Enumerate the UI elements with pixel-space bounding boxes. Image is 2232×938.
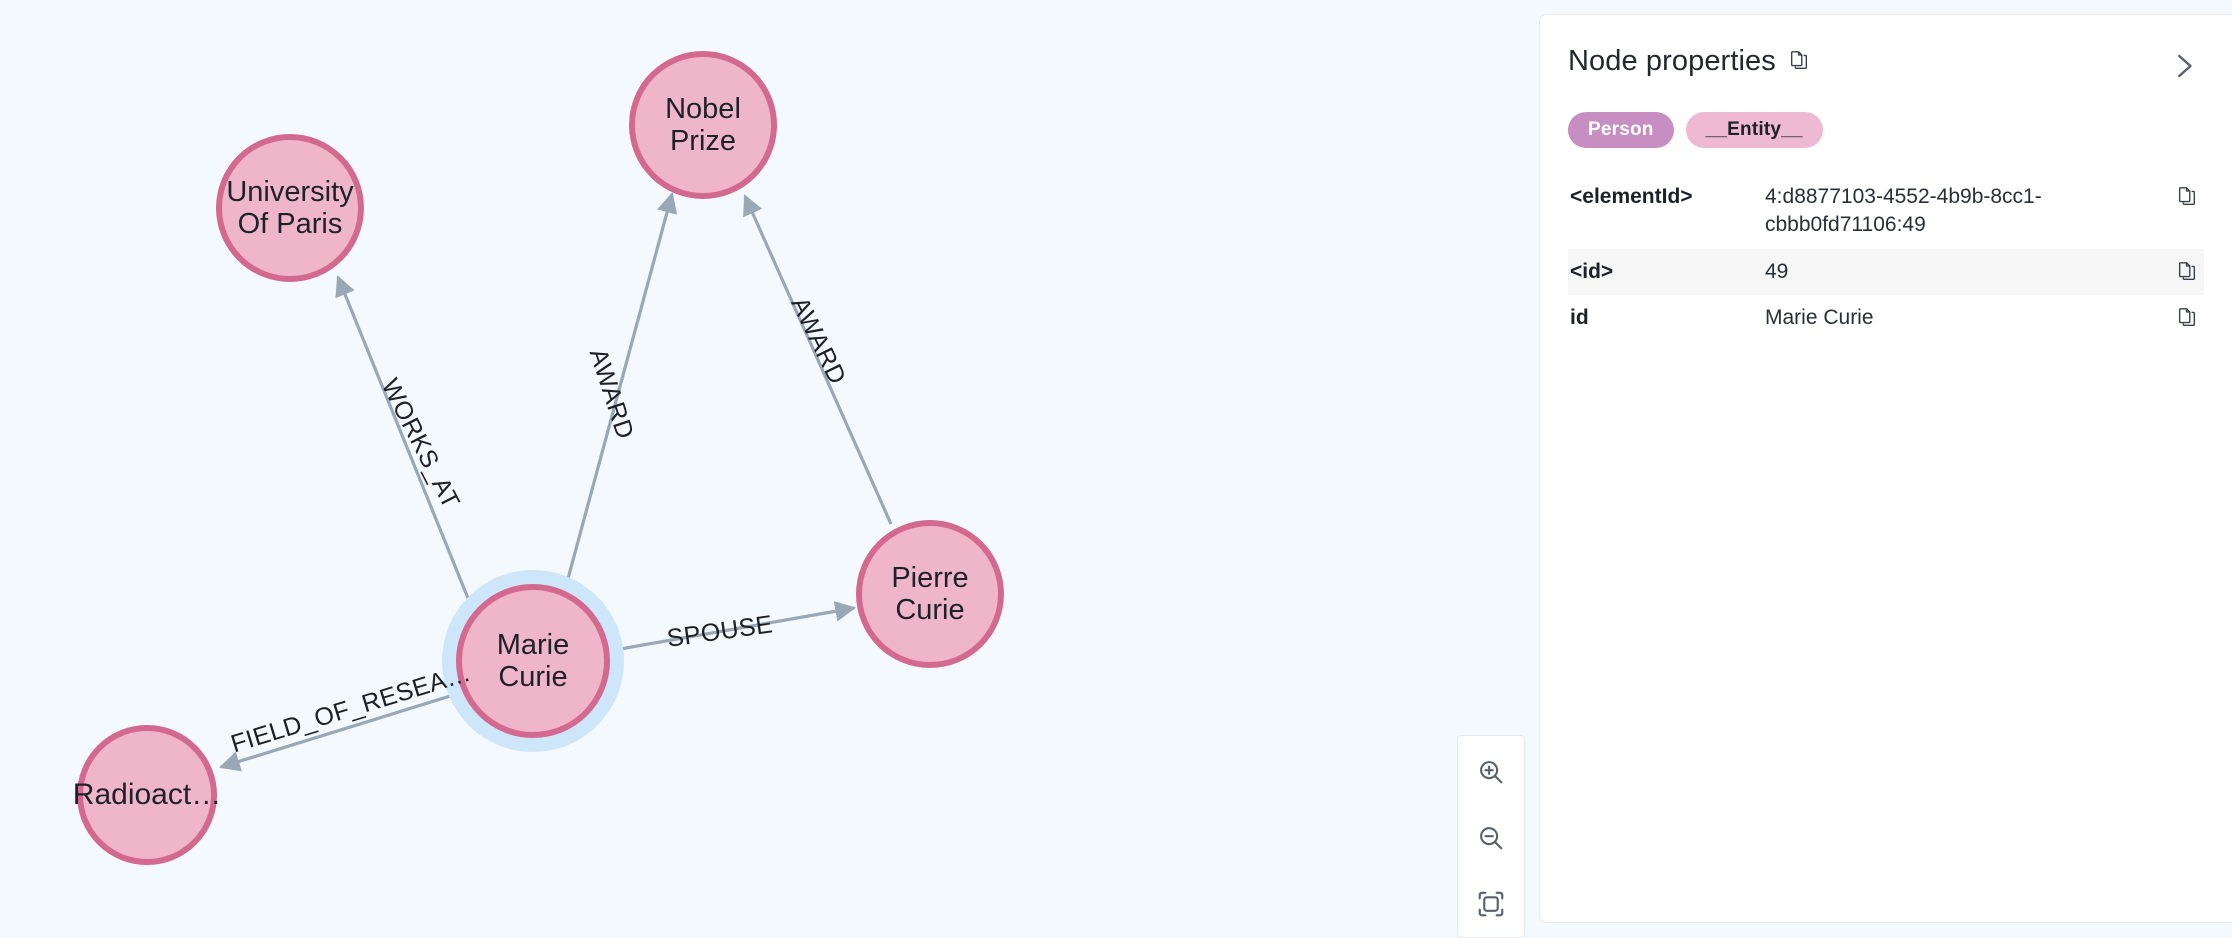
edge-field-of-research[interactable]: [219, 691, 461, 772]
property-row: id Marie Curie: [1568, 295, 2204, 341]
copy-icon: [1788, 49, 1810, 74]
zoom-in-icon: [1476, 757, 1506, 787]
property-key: <id>: [1570, 259, 1614, 283]
property-value: 4:d8877103-4552-4b9b-8cc1-cbbb0fd71106:4…: [1765, 185, 2042, 237]
collapse-panel-button[interactable]: [2166, 49, 2200, 86]
copy-all-properties-button[interactable]: [1786, 47, 1812, 76]
property-key: <elementId>: [1570, 185, 1693, 208]
node-properties-panel: Node properties: [1539, 14, 2232, 923]
fit-to-screen-button[interactable]: [1469, 882, 1513, 926]
property-value: 49: [1765, 259, 1789, 283]
copy-icon: [2176, 260, 2198, 285]
zoom-out-icon: [1476, 823, 1506, 853]
graph-edges-layer: [219, 191, 893, 772]
copy-property-button[interactable]: [2164, 306, 2198, 331]
node-properties-table: <elementId> 4:d8877103-4552-4b9b-8cc1-cbb…: [1568, 174, 2204, 341]
fit-to-screen-icon: [1476, 889, 1506, 919]
panel-header: Node properties: [1568, 15, 2204, 86]
zoom-out-button[interactable]: [1469, 816, 1513, 860]
node-label-chip[interactable]: Person: [1568, 112, 1674, 148]
node-label-chips: Person __Entity__: [1568, 112, 2204, 148]
edge-award-pierre[interactable]: [743, 194, 893, 525]
property-row: <id> 49: [1568, 248, 2204, 296]
copy-icon: [2176, 306, 2198, 331]
copy-property-button[interactable]: [2164, 260, 2198, 285]
graph-node-radioactivity[interactable]: Radioact…: [73, 725, 221, 865]
property-key: id: [1570, 306, 1589, 330]
panel-title: Node properties: [1568, 45, 1776, 77]
node-label-chip[interactable]: __Entity__: [1685, 112, 1823, 148]
edge-spouse[interactable]: [608, 600, 857, 653]
property-row: <elementId> 4:d8877103-4552-4b9b-8cc1-cbb…: [1568, 174, 2204, 249]
property-value: Marie Curie: [1765, 306, 1874, 330]
copy-icon: [2176, 185, 2198, 210]
zoom-controls: [1457, 735, 1525, 938]
edge-works-at[interactable]: [335, 275, 476, 614]
zoom-in-button[interactable]: [1469, 750, 1513, 794]
panel-title-wrap: Node properties: [1568, 45, 1812, 78]
copy-property-button[interactable]: [2164, 185, 2198, 210]
graph-node-label: Radioact…: [72, 778, 222, 812]
chevron-right-icon: [2168, 51, 2198, 84]
edge-award-marie[interactable]: [564, 191, 678, 587]
